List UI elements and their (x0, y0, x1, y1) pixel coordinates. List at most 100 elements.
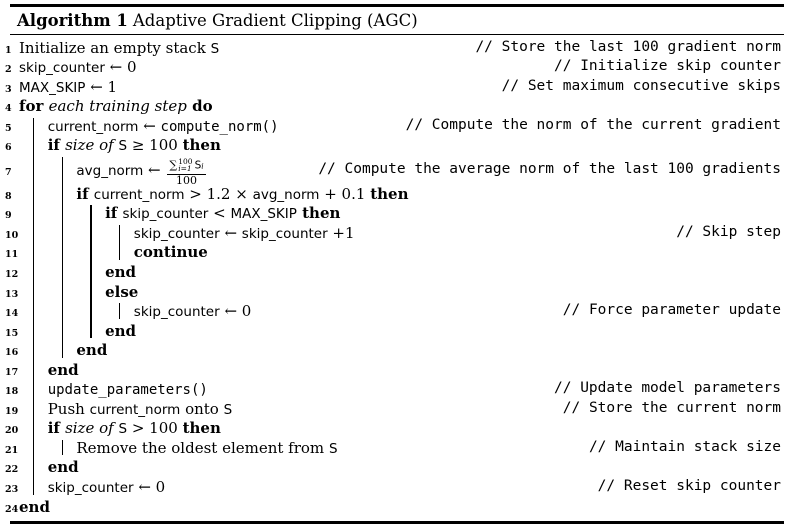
top-rule (10, 4, 784, 7)
header-rule (10, 33, 784, 35)
code-comment: // Skip step (676, 223, 781, 240)
line-content: end (105, 262, 136, 281)
keyword: end (76, 341, 108, 360)
line-content: for each training step do (19, 96, 213, 115)
line-content: else (105, 282, 138, 301)
algorithm-number-label: Algorithm 1 (17, 11, 128, 30)
line-number: 1 (5, 44, 12, 56)
statement-text: Initialize an empty stack (19, 38, 211, 57)
algorithm-line-2: 2 skip_counter ← 0 // Initialize skip coun… (0, 57, 794, 77)
line-number: 17 (5, 366, 19, 378)
line-content: skip_counter ← 0 (48, 477, 166, 496)
line-number: 23 (5, 483, 19, 495)
line-number: 9 (5, 210, 12, 222)
code-comment: // Update model parameters (554, 380, 781, 397)
identifier: S (210, 40, 220, 57)
algorithm-title: Adaptive Gradient Clipping (AGC) (132, 11, 418, 30)
series-variable: S (194, 159, 202, 172)
line-content: end (19, 497, 50, 516)
line-number: 13 (5, 288, 19, 300)
keyword: continue (133, 243, 208, 262)
line-content: update_parameters() (48, 379, 208, 398)
code-comment: // Compute the norm of the current gradi… (405, 116, 781, 133)
line-content: Push current_norm onto S (48, 399, 233, 418)
line-number: 7 (5, 166, 12, 178)
line-content: if skip_counter < MAX_SKIP then (105, 203, 340, 222)
keyword: end (105, 262, 137, 281)
algorithm-line-16: 16 end (0, 340, 794, 360)
identifier: S (328, 440, 338, 457)
identifier: S (118, 138, 128, 155)
italic-phrase: each training step (48, 97, 187, 116)
bottom-rule (10, 521, 784, 524)
keyword: else (105, 282, 139, 301)
math-expression: ← (219, 223, 242, 242)
line-number: 16 (5, 347, 19, 359)
math-expression: ← (143, 160, 166, 179)
keyword: then (370, 184, 409, 203)
line-content: end (105, 321, 136, 340)
line-number: 12 (5, 268, 19, 280)
line-number: 18 (5, 386, 19, 398)
statement-text: Remove the oldest element from (76, 438, 329, 457)
identifier: avg_norm (76, 162, 144, 179)
statement-text: Push (47, 399, 90, 418)
line-number: 20 (5, 425, 19, 437)
keyword: if (47, 136, 66, 155)
code-comment: // Maintain stack size (588, 438, 781, 455)
code-comment: // Reset skip counter (597, 477, 781, 494)
keyword: then (182, 419, 221, 438)
math-expression: > 100 (127, 419, 183, 438)
line-content: Initialize an empty stack S (19, 38, 219, 57)
algorithm-line-13: 13 else (0, 282, 794, 302)
block-scope-rule (119, 303, 121, 319)
italic-phrase: size of (65, 419, 119, 438)
block-scope-rule (119, 224, 121, 260)
identifier: skip_counter (133, 304, 220, 321)
keyword: for (19, 97, 49, 116)
algorithm-line-23: 23 skip_counter ← 0 // Reset skip counter (0, 477, 794, 497)
keyword: end (47, 360, 79, 379)
algorithm-line-17: 17 end (0, 360, 794, 380)
code-comment: // Initialize skip counter (554, 58, 781, 75)
keyword: if (105, 204, 123, 223)
code-comment: // Force parameter update (562, 302, 781, 319)
line-number: 19 (5, 405, 19, 417)
keyword: then (296, 204, 341, 223)
math-expression: ← 0 (133, 477, 166, 496)
block-scope-rule (61, 156, 63, 358)
identifier: skip_counter (133, 225, 220, 242)
identifier: current_norm (93, 186, 185, 203)
line-content: end (48, 457, 79, 476)
line-number: 4 (5, 103, 12, 115)
identifier: skip_counter (19, 60, 105, 77)
algorithm-line-24: 24end (0, 497, 794, 517)
math-expression: ← 0 (104, 58, 137, 77)
line-number: 6 (5, 142, 12, 154)
keyword: then (182, 136, 221, 155)
math-expression: ← (138, 116, 161, 135)
series-subscript: i (201, 161, 204, 171)
identifier: current_norm (89, 401, 181, 418)
fraction-denominator: 100 (176, 173, 197, 187)
line-content: MAX_SKIP ← 1 (19, 77, 117, 96)
line-content: skip_counter ← skip_counter +1 (134, 223, 355, 242)
keyword: if (47, 419, 66, 438)
italic-phrase: size of (65, 136, 119, 155)
code-comment: // Set maximum consecutive skips (501, 77, 781, 94)
line-number: 2 (5, 64, 12, 76)
identifier: skip_counter (47, 479, 134, 496)
keyword: end (19, 497, 50, 516)
identifier: S (223, 401, 233, 418)
